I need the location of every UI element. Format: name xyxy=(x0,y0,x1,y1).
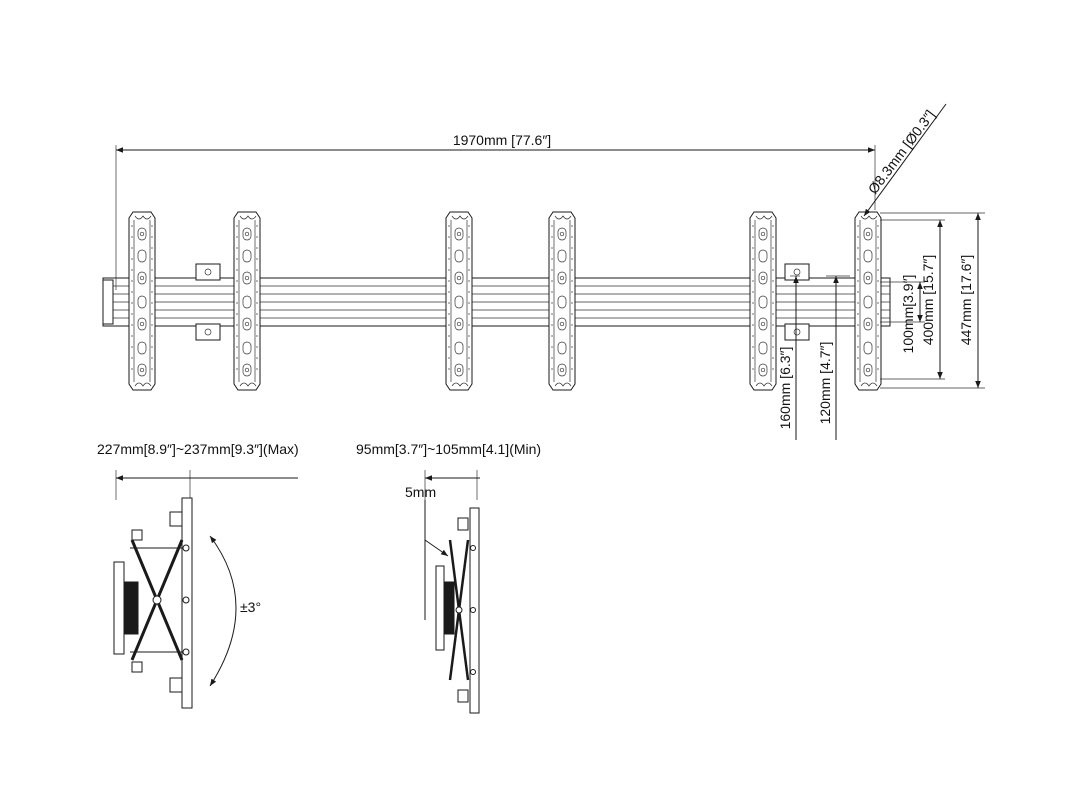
height-447-label: 447mm [17.6″] xyxy=(958,255,974,346)
depth-max-label: 227mm[8.9″]~237mm[9.3″](Max) xyxy=(97,441,299,457)
hole-diameter-dimension: Ø8.3mm [Ø0.3″] xyxy=(863,103,947,217)
pitch-100-label: 100mm[3.9″] xyxy=(900,275,916,354)
hole-diameter-label: Ø8.3mm [Ø0.3″] xyxy=(865,107,938,197)
wall-bracket xyxy=(784,263,810,341)
vertical-bracket xyxy=(548,211,576,391)
vertical-bracket xyxy=(233,211,261,391)
overall-width-dimension: 1970mm [77.6″] xyxy=(115,132,876,290)
vertical-bracket xyxy=(854,211,882,391)
vertical-bracket xyxy=(445,211,473,391)
rail-dimensions: 160mm [6.3″] 120mm [4.7″] xyxy=(777,275,850,440)
tilt-label: ±3° xyxy=(240,599,261,615)
vertical-bracket xyxy=(749,211,777,391)
vertical-brackets xyxy=(128,211,882,391)
side-view-min: 95mm[3.7″]~105mm[4.1](Min) 5mm xyxy=(356,441,541,714)
height-dimensions: 447mm [17.6″] 400mm [15.7″] 100mm[3.9″] xyxy=(880,212,985,389)
height-400-label: 400mm [15.7″] xyxy=(920,255,936,346)
front-view xyxy=(102,211,891,391)
side-view-max: 227mm[8.9″]~237mm[9.3″](Max) ±3° xyxy=(97,441,299,709)
gap-5mm-label: 5mm xyxy=(405,484,436,500)
depth-min-label: 95mm[3.7″]~105mm[4.1](Min) xyxy=(356,441,541,457)
overall-width-label: 1970mm [77.6″] xyxy=(453,132,551,148)
wall-bracket xyxy=(195,263,221,341)
vertical-bracket xyxy=(128,211,156,391)
rail-160-label: 160mm [6.3″] xyxy=(777,347,793,430)
rail-120-label: 120mm [4.7″] xyxy=(817,342,833,425)
